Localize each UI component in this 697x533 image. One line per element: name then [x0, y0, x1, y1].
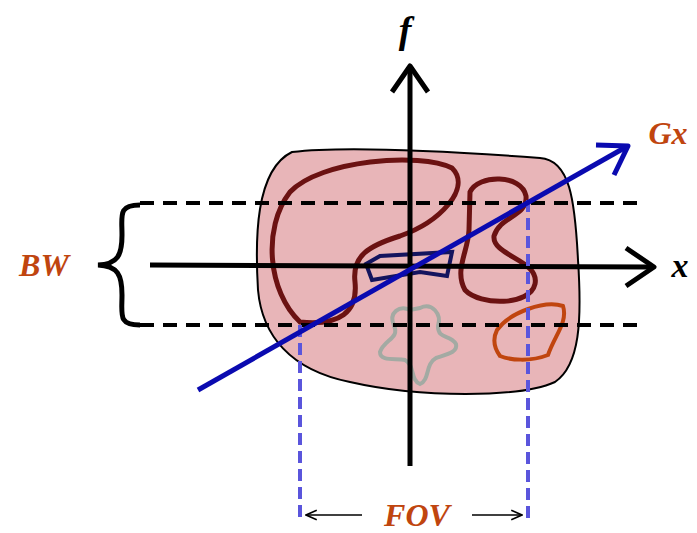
fov-arrow: [472, 514, 522, 516]
tissue-outline: [272, 160, 458, 323]
gradient-label: Gx: [646, 117, 689, 149]
tissue-outline: [380, 306, 456, 384]
fov-arrow: [306, 514, 362, 516]
axis-label: x: [670, 249, 691, 283]
bandwidth-limit: [140, 323, 640, 327]
axis-arrowhead: [392, 66, 428, 92]
gradient-line: [198, 147, 626, 390]
tissue-outline: [461, 179, 536, 301]
axis-arrowhead: [626, 248, 654, 286]
tissue-region: [257, 149, 580, 394]
position-axis: [150, 265, 652, 267]
gradient-arrowhead: [596, 145, 628, 175]
bandwidth-brace: [98, 205, 140, 325]
axis-label: f: [397, 11, 414, 49]
bandwidth-label: BW: [17, 249, 71, 281]
bandwidth-limit: [140, 201, 640, 205]
fov-label: FOV: [382, 499, 452, 531]
fov-limit: [526, 200, 530, 522]
fov-limit: [298, 325, 302, 522]
